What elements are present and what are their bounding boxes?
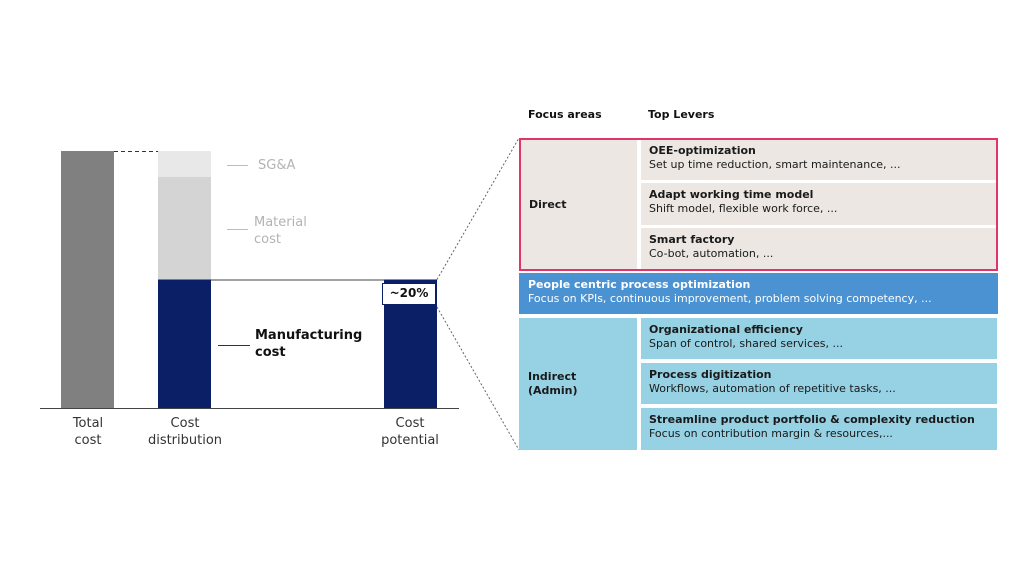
x-tick-total-cost: Total cost xyxy=(72,416,104,448)
bar-sg-a xyxy=(158,151,211,177)
lever-subtitle: Set up time reduction, smart maintenance… xyxy=(649,158,901,171)
lever-title: Smart factory xyxy=(649,233,735,246)
material-cost-label: Material cost xyxy=(254,215,307,247)
bar-manufacturing-cost xyxy=(158,279,211,408)
lever-title: Streamline product portfolio & complexit… xyxy=(649,413,975,426)
lever-process-digitization: Process digitization Workflows, automati… xyxy=(641,363,997,404)
lever-subtitle: Span of control, shared services, ... xyxy=(649,337,843,350)
lever-title: Organizational efficiency xyxy=(649,323,803,336)
zoom-line-bottom xyxy=(436,306,520,451)
lever-working-time-model: Adapt working time model Shift model, fl… xyxy=(641,183,997,225)
lever-subtitle: Co-bot, automation, ... xyxy=(649,247,774,260)
bar-material-cost xyxy=(158,176,211,280)
lever-organizational-efficiency: Organizational efficiency Span of contro… xyxy=(641,318,997,359)
zoom-line-top xyxy=(436,137,520,280)
bar-total-cost xyxy=(61,151,114,408)
lever-subtitle: Workflows, automation of repetitive task… xyxy=(649,382,896,395)
x-tick-cost-potential: Cost potential xyxy=(381,416,439,448)
header-top-levers: Top Levers xyxy=(648,108,715,121)
lever-subtitle: Focus on contribution margin & resources… xyxy=(649,427,893,440)
lever-people-centric: People centric process optimization Focu… xyxy=(519,273,998,314)
lever-title: Adapt working time model xyxy=(649,188,814,201)
lever-title: Process digitization xyxy=(649,368,772,381)
cost-chart xyxy=(40,137,520,451)
lever-oee-optimization: OEE-optimization Set up time reduction, … xyxy=(641,139,997,180)
header-focus-areas: Focus areas xyxy=(528,108,602,121)
manufacturing-cost-label: Manufacturing cost xyxy=(255,328,363,360)
focus-area-indirect: Indirect (Admin) xyxy=(519,318,637,450)
sga-label: SG&A xyxy=(258,158,296,173)
lever-smart-factory: Smart factory Co-bot, automation, ... xyxy=(641,228,997,270)
lever-subtitle: Shift model, flexible work force, ... xyxy=(649,202,838,215)
lever-subtitle: Focus on KPIs, continuous improvement, p… xyxy=(528,292,932,305)
focus-area-direct: Direct xyxy=(520,139,637,270)
potential-percent-badge: ~20% xyxy=(382,283,436,305)
lever-title: OEE-optimization xyxy=(649,144,756,157)
lever-streamline-portfolio: Streamline product portfolio & complexit… xyxy=(641,408,997,450)
x-tick-cost-distribution: Cost distribution xyxy=(147,416,223,448)
lever-title: People centric process optimization xyxy=(528,278,751,291)
